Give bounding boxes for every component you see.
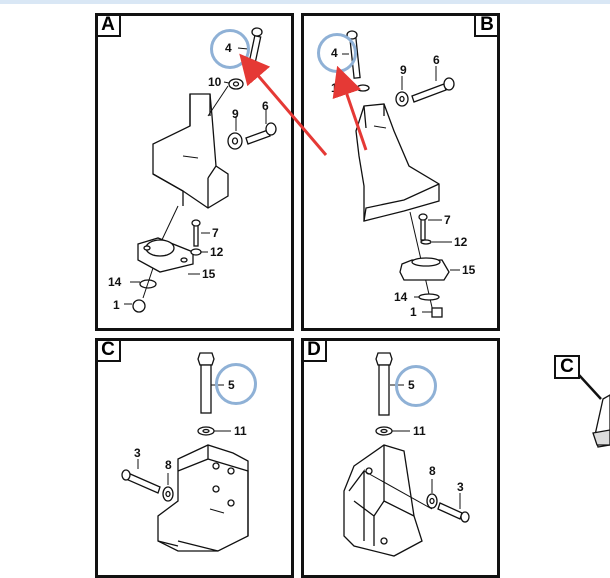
bolt-4-head [251, 27, 263, 37]
highlight-circle-c [215, 363, 257, 405]
label-5: 5 [408, 378, 415, 392]
washer-12 [420, 239, 432, 245]
panel-d-letter: D [304, 341, 327, 362]
bolt-5 [200, 364, 212, 414]
bolt-5-head [197, 352, 215, 366]
label-4: 4 [225, 41, 232, 55]
side-view-drawing [578, 374, 610, 448]
bolt-3 [437, 502, 463, 520]
panel-b: B [301, 13, 500, 331]
highlight-circle-a [210, 29, 250, 69]
washer-14 [418, 293, 440, 301]
washer-12 [190, 248, 202, 256]
label-8: 8 [165, 458, 172, 472]
bolt-3 [125, 472, 161, 494]
label-7: 7 [444, 213, 451, 227]
label-15: 15 [462, 263, 476, 277]
bolt-7 [193, 223, 199, 247]
label-1: 1 [410, 305, 417, 319]
label-12: 12 [454, 235, 468, 249]
label-14: 14 [108, 275, 122, 289]
bolt-6 [411, 83, 447, 103]
label-4: 4 [331, 46, 338, 60]
panel-d: D 5 11 8 3 [301, 338, 500, 578]
panel-b-drawing [342, 30, 460, 318]
nut-1 [431, 307, 443, 318]
top-bar [0, 0, 610, 4]
label-11: 11 [234, 424, 247, 438]
panel-d-drawing [343, 352, 470, 557]
label-6: 6 [262, 99, 269, 113]
bolt-7 [420, 217, 426, 241]
label-1: 1 [113, 298, 120, 312]
panel-a-letter: A [98, 16, 121, 37]
panel-a: A [95, 13, 294, 331]
panel-c: C 5 11 [95, 338, 294, 578]
panel-c-letter: C [98, 341, 121, 362]
panel-c-drawing [121, 352, 249, 552]
label-3: 3 [457, 480, 464, 494]
label-9: 9 [232, 107, 239, 121]
side-view-letter: C [554, 355, 580, 379]
panel-b-letter: B [474, 16, 497, 37]
bracket-a [152, 93, 229, 209]
label-8: 8 [429, 464, 436, 478]
highlight-circle-d [395, 365, 437, 407]
bolt-5 [378, 364, 390, 416]
bracket-b [355, 103, 440, 222]
label-3: 3 [134, 446, 141, 460]
bolt-5-head [375, 352, 393, 366]
label-5: 5 [228, 378, 235, 392]
panel-a-drawing [124, 27, 277, 313]
washer-10 [356, 84, 370, 92]
label-14: 14 [394, 290, 408, 304]
label-11: 11 [413, 424, 426, 438]
label-6: 6 [433, 53, 440, 67]
label-9: 9 [400, 63, 407, 77]
side-view-c: C [553, 355, 610, 571]
label-10: 10 [331, 81, 345, 95]
nut-1 [132, 299, 146, 313]
label-15: 15 [202, 267, 216, 281]
label-7: 7 [212, 226, 219, 240]
label-10: 10 [208, 75, 222, 89]
label-12: 12 [210, 245, 224, 259]
